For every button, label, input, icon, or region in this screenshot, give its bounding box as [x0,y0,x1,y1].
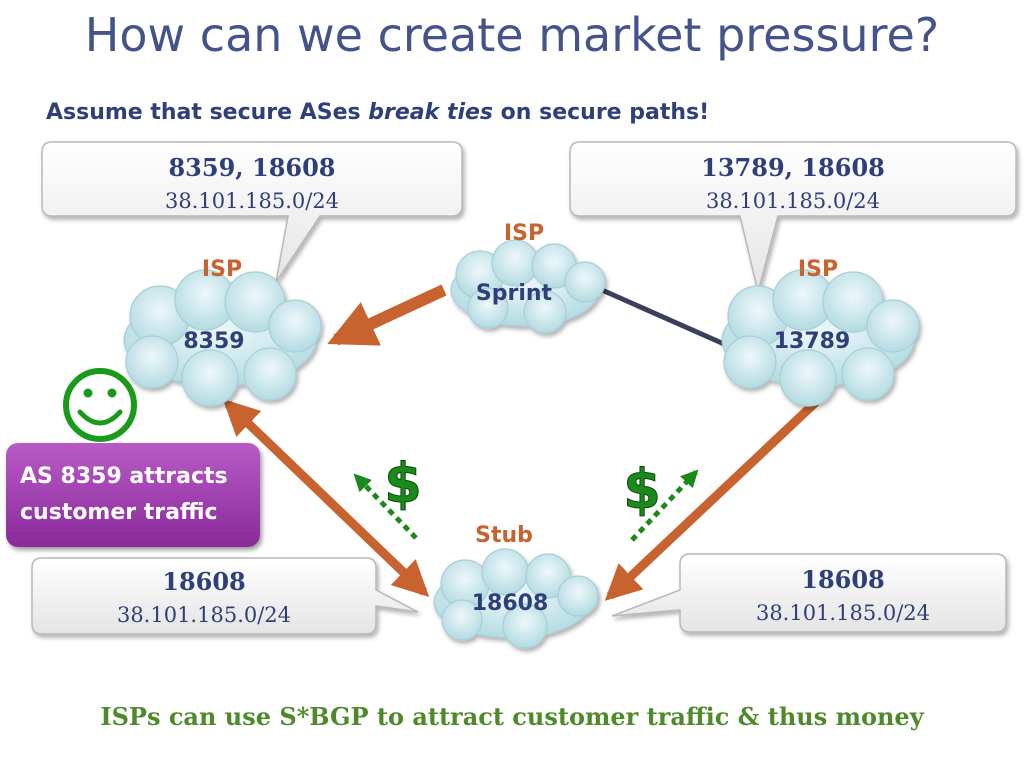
callout-bottom-right-path: 18608 [801,565,885,594]
role-label-13789: ISP [798,257,838,282]
slide-title: How can we create market pressure? [84,8,940,62]
route-arrow-sprint-8359 [327,284,447,346]
callout-bottom-right [611,553,1007,633]
callout-top-left-path: 8359, 18608 [168,153,335,182]
callout-top-left [41,141,463,283]
role-label-18608: Stub [475,523,533,548]
smiley-face-icon [63,368,137,442]
callout-bottom-right-prefix: 38.101.185.0/24 [756,601,930,625]
node-label-13789: 13789 [774,329,851,354]
node-label-18608: 18608 [472,591,549,616]
money-flow-arrow-right [630,469,699,542]
callout-top-right-path: 13789, 18608 [701,153,885,182]
money-flow-arrow-left [353,473,418,540]
slide-subtitle: Assume that secure ASes break ties on se… [46,100,710,125]
role-label-8359: ISP [202,257,242,282]
cloud-sprint [450,239,606,334]
dollar-sign-icon: $ [384,452,422,515]
link-8359-18608 [222,399,430,597]
slide-footer: ISPs can use S*BGP to attract customer t… [100,702,924,731]
node-label-sprint: Sprint [476,281,553,306]
link-13789-18608 [604,398,820,601]
attract-box-line-2: customer traffic [20,500,218,525]
callout-top-left-prefix: 38.101.185.0/24 [165,189,339,213]
role-label-sprint: ISP [504,221,544,246]
callout-bottom-left-prefix: 38.101.185.0/24 [117,603,291,627]
cloud-8359 [123,269,322,407]
cloud-13789 [721,269,920,407]
callout-bottom-left-path: 18608 [162,567,246,596]
cloud-18608 [433,548,599,649]
attract-traffic-box: AS 8359 attracts customer traffic [6,443,260,547]
callout-top-right [569,141,1017,293]
link-sprint-13789 [600,287,726,347]
node-label-8359: 8359 [183,329,244,354]
attract-box-line-1: AS 8359 attracts [20,464,228,489]
callout-top-right-prefix: 38.101.185.0/24 [706,189,880,213]
dollar-sign-icon: $ [623,458,661,521]
